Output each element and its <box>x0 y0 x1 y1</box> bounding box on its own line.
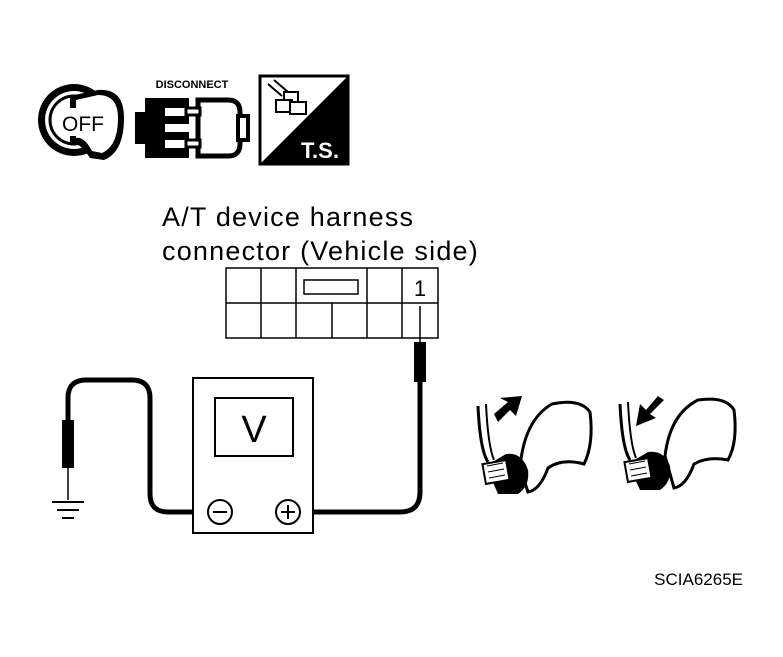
ignition-key-icon: OFF <box>38 84 124 160</box>
connector-title-line1: A/T device harness <box>162 202 414 232</box>
disconnect-connector-icon: DISCONNECT <box>135 79 250 159</box>
reference-code: SCIA6265E <box>654 570 743 589</box>
brake-pedal-depressed-icon <box>476 396 593 494</box>
ts-icon: T.S. <box>258 74 350 166</box>
connector-title-line2: connector (Vehicle side) <box>162 236 479 266</box>
harness-connector: 1 <box>225 267 439 339</box>
positive-probe <box>302 306 426 515</box>
voltmeter: V <box>192 377 314 534</box>
brake-pedal-released-icon <box>618 396 737 490</box>
disconnect-label: DISCONNECT <box>156 79 229 91</box>
ts-label: T.S. <box>301 138 339 163</box>
ground-symbol-icon <box>52 501 84 519</box>
voltmeter-display: V <box>241 409 267 451</box>
ignition-off-label: OFF <box>62 113 104 136</box>
negative-probe <box>62 377 193 515</box>
terminal-1-label: 1 <box>414 276 426 301</box>
